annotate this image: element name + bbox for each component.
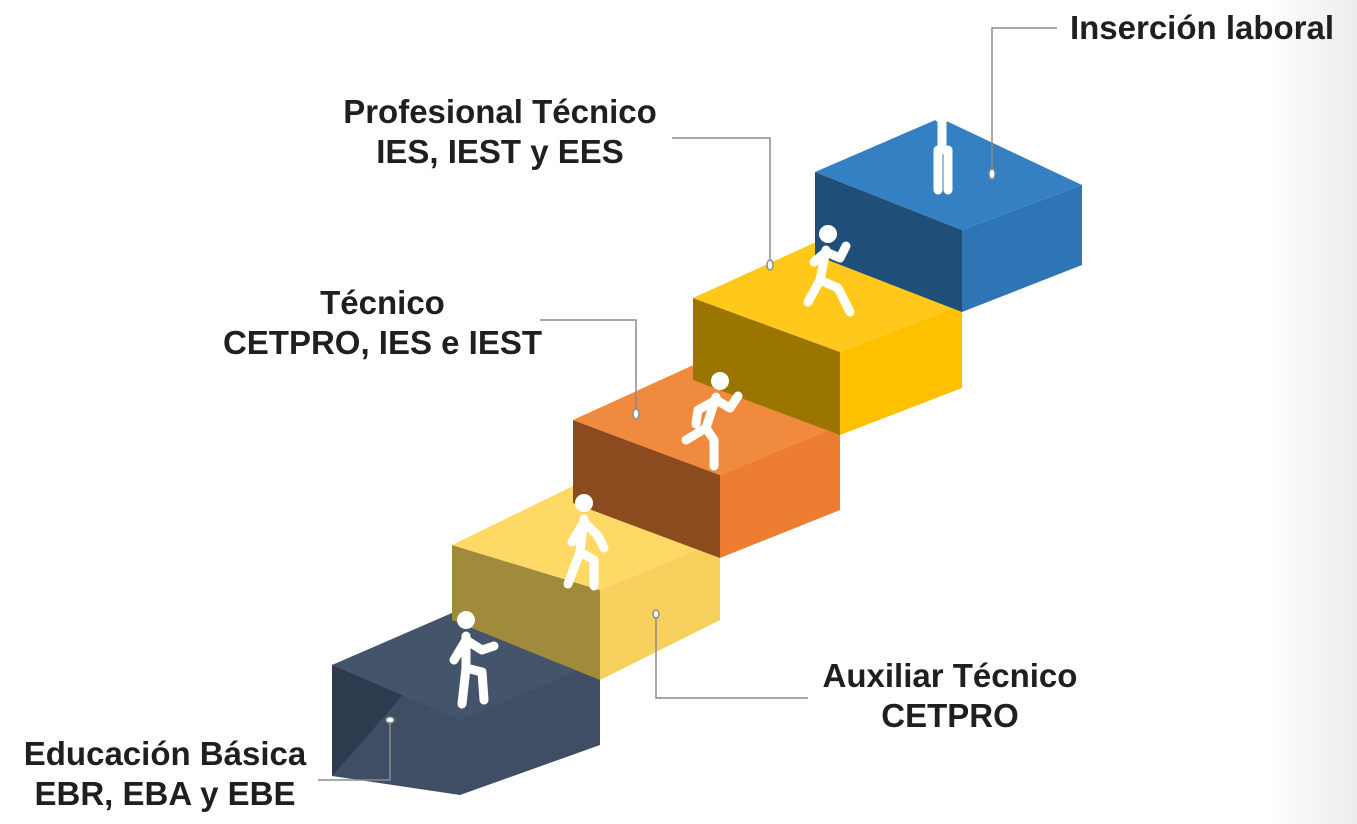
running-person-icon xyxy=(681,372,743,471)
connector-step-4 xyxy=(672,137,771,265)
running-person-icon xyxy=(803,225,855,317)
connector-step-2 xyxy=(655,614,808,699)
label-tecnico: Técnico CETPRO, IES e IEST xyxy=(205,283,560,363)
step-1-subtitle: EBR, EBA y EBE xyxy=(34,775,296,812)
step-4-right-face xyxy=(840,305,962,435)
step-2-right-face xyxy=(600,540,720,680)
step-4-subtitle: IES, IEST y EES xyxy=(376,133,624,170)
step-2-title: Auxiliar Técnico xyxy=(822,657,1078,694)
step-4-title: Profesional Técnico xyxy=(343,93,657,130)
connector-dot-2 xyxy=(652,609,660,619)
step-2-subtitle: CETPRO xyxy=(881,697,1019,734)
connector-dot-4 xyxy=(766,259,774,271)
connector-dot-5 xyxy=(988,168,996,180)
step-3-title: Técnico xyxy=(320,284,445,321)
label-auxiliar-tecnico: Auxiliar Técnico CETPRO xyxy=(800,656,1100,736)
label-educacion-basica: Educación Básica EBR, EBA y EBE xyxy=(10,734,320,814)
connector-dot-1 xyxy=(385,716,395,724)
label-profesional-tecnico: Profesional Técnico IES, IEST y EES xyxy=(320,92,680,172)
celebrating-person-icon xyxy=(913,83,971,195)
right-edge-shading xyxy=(1267,0,1357,824)
connector-step-1 xyxy=(318,720,391,781)
walking-person-icon xyxy=(563,494,609,591)
step-3-left-face xyxy=(573,420,720,558)
connector-step-3 xyxy=(540,319,637,414)
step-5-right-face xyxy=(962,185,1082,312)
step-5-title: Inserción laboral xyxy=(1069,9,1335,46)
connector-dot-3 xyxy=(632,408,640,420)
label-insercion-laboral: Inserción laboral xyxy=(1052,8,1352,48)
step-3-subtitle: CETPRO, IES e IEST xyxy=(222,324,543,361)
step-5-left-face xyxy=(815,172,962,312)
step-4-top-face xyxy=(693,238,962,352)
walking-person-icon xyxy=(449,611,499,709)
step-4-left-face xyxy=(693,298,840,435)
step-3-right-face xyxy=(720,425,840,558)
connector-step-5 xyxy=(991,27,1057,174)
step-block-4 xyxy=(693,238,962,435)
step-1-title: Educación Básica xyxy=(23,735,307,772)
